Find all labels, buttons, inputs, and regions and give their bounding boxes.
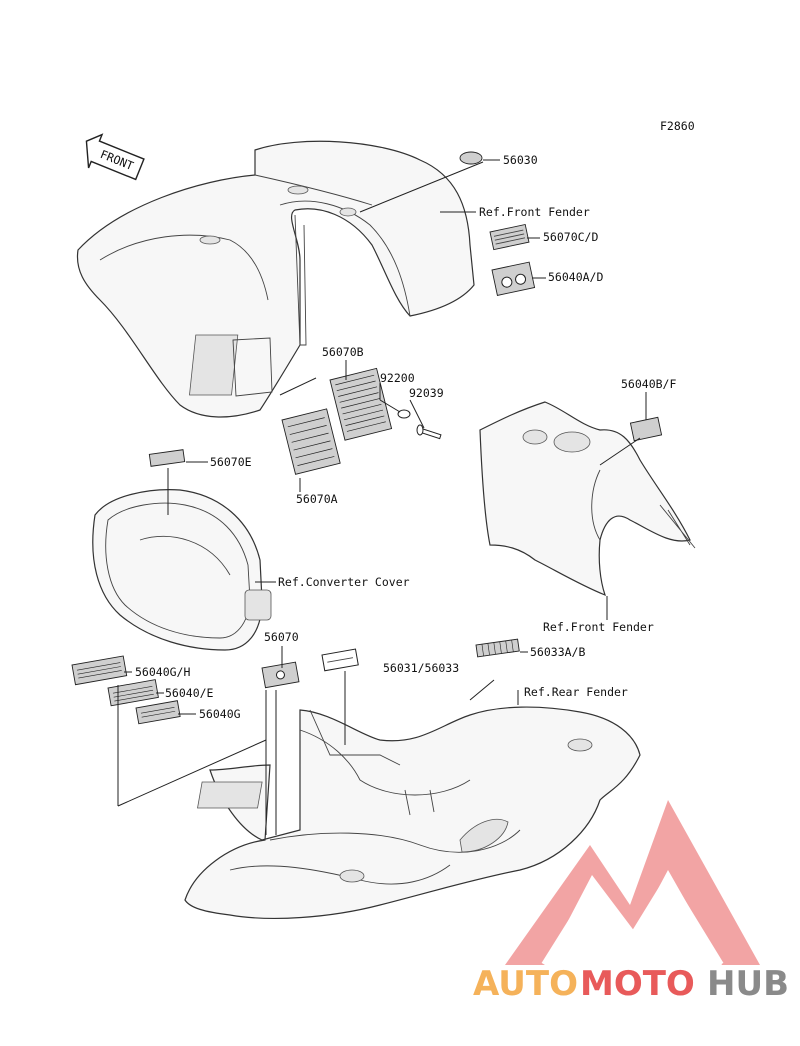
decal-56040g-icon xyxy=(135,700,181,725)
label-ref-converter-cover: Ref.Converter Cover xyxy=(278,575,410,589)
label-56040bf: 56040B/F xyxy=(621,377,676,391)
decal-56030-icon xyxy=(459,151,483,165)
label-56070e: 56070E xyxy=(210,455,252,469)
label-56040gh: 56040G/H xyxy=(135,665,190,679)
front-fender-top-drawing xyxy=(76,140,475,418)
leader-lines xyxy=(117,159,647,835)
watermark-logo-icon xyxy=(505,800,760,968)
decal-56070e-icon xyxy=(148,449,186,467)
watermark-moto: MOTO xyxy=(580,964,695,1004)
label-56040ad: 56040A/D xyxy=(548,270,603,284)
label-56070a: 56070A xyxy=(296,492,338,506)
label-92039: 92039 xyxy=(409,386,444,400)
label-56040g: 56040G xyxy=(199,707,241,721)
decal-56040ad-icon xyxy=(491,261,536,296)
label-56033ab: 56033A/B xyxy=(530,645,585,659)
callout-labels: 56030 Ref.Front Fender 56070C/D 56040A/D… xyxy=(135,153,676,721)
label-56030: 56030 xyxy=(503,153,538,167)
label-ref-rear-fender: Ref.Rear Fender xyxy=(524,685,628,699)
decal-56040bf-icon xyxy=(629,416,663,442)
label-56040e: 56040/E xyxy=(165,686,214,700)
figure-code: F2860 xyxy=(660,119,695,133)
decal-56040gh-icon xyxy=(71,655,128,686)
bolt-92039-icon xyxy=(416,424,442,440)
decal-56070-icon xyxy=(261,661,300,689)
washer-92200-icon xyxy=(397,409,411,419)
label-56070: 56070 xyxy=(264,630,299,644)
converter-cover-drawing xyxy=(92,449,272,651)
label-ref-front-fender-top: Ref.Front Fender xyxy=(479,205,590,219)
decal-56040e-icon xyxy=(107,679,159,707)
watermark-hub: HUB xyxy=(707,964,789,1004)
label-56070b: 56070B xyxy=(322,345,364,359)
decal-56070b-icon xyxy=(329,367,393,441)
watermark-auto: AUTO xyxy=(473,964,578,1004)
label-ref-front-fender-bottom: Ref.Front Fender xyxy=(543,620,654,634)
decal-56070a-icon xyxy=(281,408,341,475)
front-fender-right-drawing xyxy=(479,401,696,597)
front-arrow-icon: FRONT xyxy=(85,133,145,181)
decal-56031-56033-icon xyxy=(321,648,359,672)
label-56031-56033: 56031/56033 xyxy=(383,661,459,675)
label-92200: 92200 xyxy=(380,371,415,385)
decal-56033ab-icon xyxy=(475,638,520,658)
automotohub-watermark: AUTO MOTO HUB xyxy=(473,800,789,1004)
decal-56070cd-icon xyxy=(489,223,530,251)
rear-fender-drawing xyxy=(184,706,641,919)
label-56070cd: 56070C/D xyxy=(543,230,598,244)
